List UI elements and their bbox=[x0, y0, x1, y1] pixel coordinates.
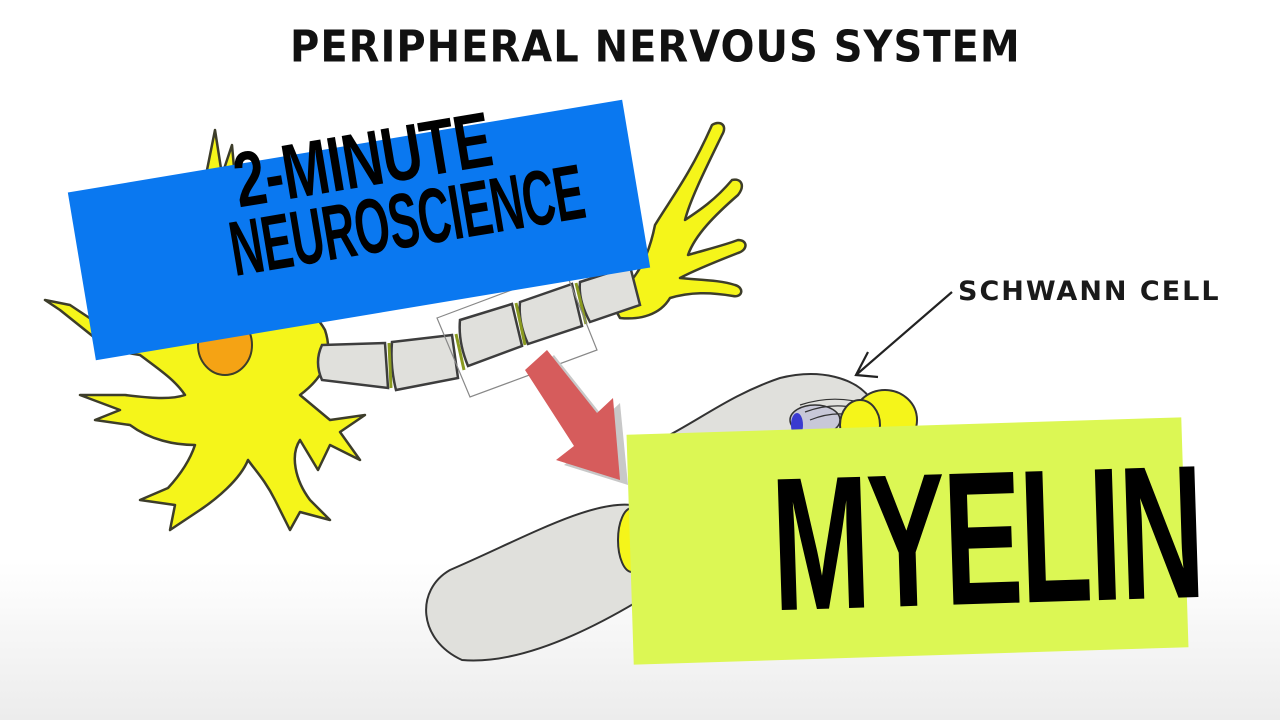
schwann-wrap-lower bbox=[425, 503, 647, 662]
axon-myelin-segments bbox=[316, 264, 642, 392]
schwann-pointer-arrow bbox=[854, 291, 953, 379]
diagram-title: PERIPHERAL NERVOUS SYSTEM bbox=[290, 21, 1021, 73]
topic-banner-text: MYELIN bbox=[768, 425, 1206, 652]
zoom-arrow bbox=[525, 350, 628, 485]
axon-terminal bbox=[608, 121, 747, 320]
schwann-cell-label: SCHWANN CELL bbox=[958, 276, 1221, 307]
nodes-of-ranvier bbox=[387, 282, 588, 389]
topic-banner: MYELIN bbox=[637, 426, 1206, 651]
